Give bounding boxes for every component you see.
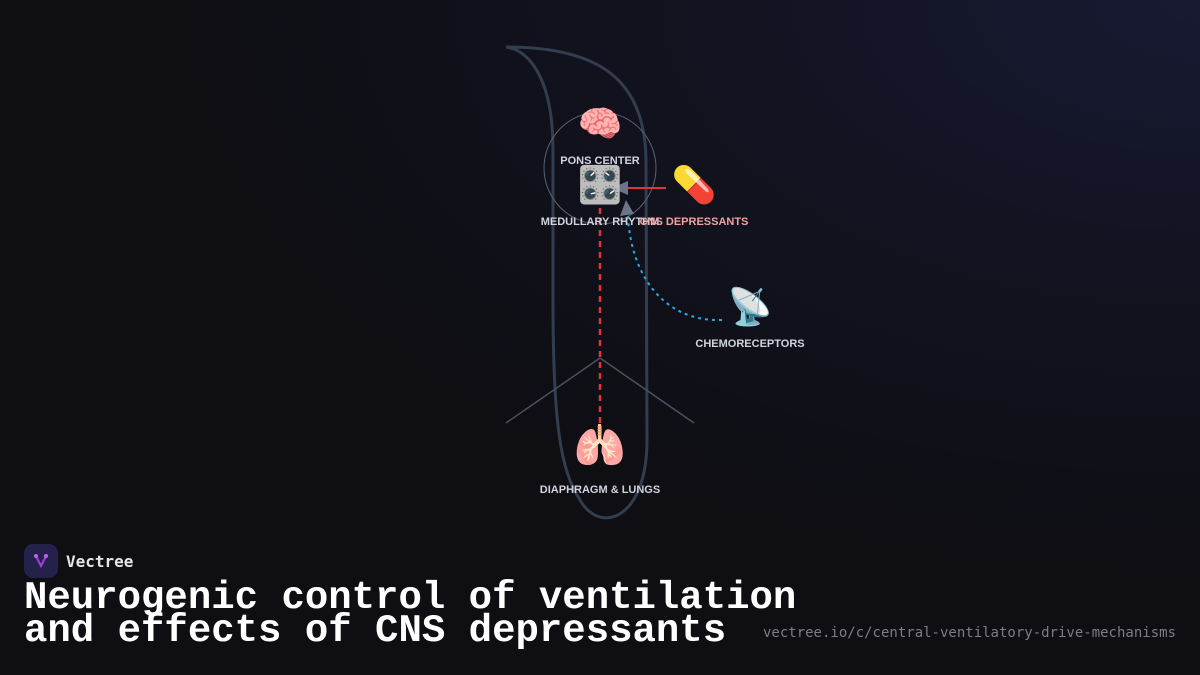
brain-icon: 🧠 <box>577 103 623 144</box>
page-title: Neurogenic control of ventilation and ef… <box>24 576 797 653</box>
brand: Vectree <box>24 544 133 578</box>
source-url: vectree.io/c/central-ventilatory-drive-m… <box>762 625 1176 641</box>
lungs-icon: 🫁 <box>573 422 627 469</box>
edge-chemo-medulla <box>627 214 723 322</box>
diaphragm-right <box>599 357 695 424</box>
satellite-dish-icon: 📡 <box>727 286 773 327</box>
node-label-medulla: MEDULLARY RHYTHM <box>540 216 660 228</box>
arrowhead-chemo <box>620 200 634 216</box>
body-outline <box>505 45 649 520</box>
control-knobs-icon: 🎛️ <box>577 164 623 205</box>
node-label-pons: PONS CENTER <box>560 155 640 167</box>
diaphragm-left <box>505 357 601 424</box>
vectree-logo-icon <box>24 544 58 578</box>
pill-icon: 💊 <box>671 164 717 205</box>
arrowhead-cns <box>612 181 628 195</box>
node-label-cns: CNS DEPRESSANTS <box>639 216 749 228</box>
node-label-lungs: DIAPHRAGM & LUNGS <box>539 484 661 496</box>
title-line-2: and effects of CNS depressants <box>24 609 727 653</box>
brand-name: Vectree <box>66 551 134 571</box>
title-line-1: Neurogenic control of ventilation <box>24 576 797 620</box>
node-label-chemo: CHEMORECEPTORS <box>695 338 805 350</box>
